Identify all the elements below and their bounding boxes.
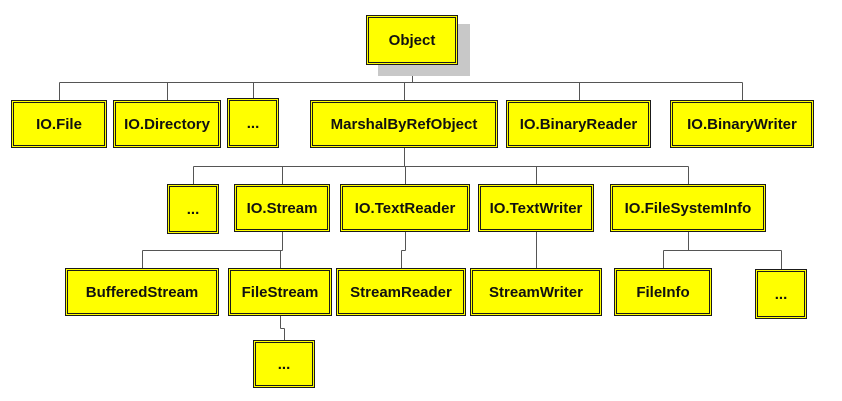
node-io-binary-writer: IO.BinaryWriter [670, 100, 814, 148]
node-ellipsis-3: ... [755, 269, 807, 319]
node-ellipsis-2: ... [167, 184, 219, 234]
node-io-file: IO.File [11, 100, 107, 148]
node-io-directory: IO.Directory [113, 100, 221, 148]
node-buffered-stream: BufferedStream [65, 268, 219, 316]
node-object: Object [366, 15, 458, 65]
node-io-stream: IO.Stream [234, 184, 330, 232]
node-marshal-by-ref-object: MarshalByRefObject [310, 100, 498, 148]
node-ellipsis-4: ... [253, 340, 315, 388]
node-stream-writer: StreamWriter [470, 268, 602, 316]
node-stream-reader: StreamReader [336, 268, 466, 316]
node-io-text-writer: IO.TextWriter [478, 184, 594, 232]
node-ellipsis-1: ... [227, 98, 279, 148]
node-file-stream: FileStream [228, 268, 332, 316]
node-io-binary-reader: IO.BinaryReader [506, 100, 651, 148]
node-io-text-reader: IO.TextReader [340, 184, 470, 232]
node-file-info: FileInfo [614, 268, 712, 316]
node-io-file-system-info: IO.FileSystemInfo [610, 184, 766, 232]
